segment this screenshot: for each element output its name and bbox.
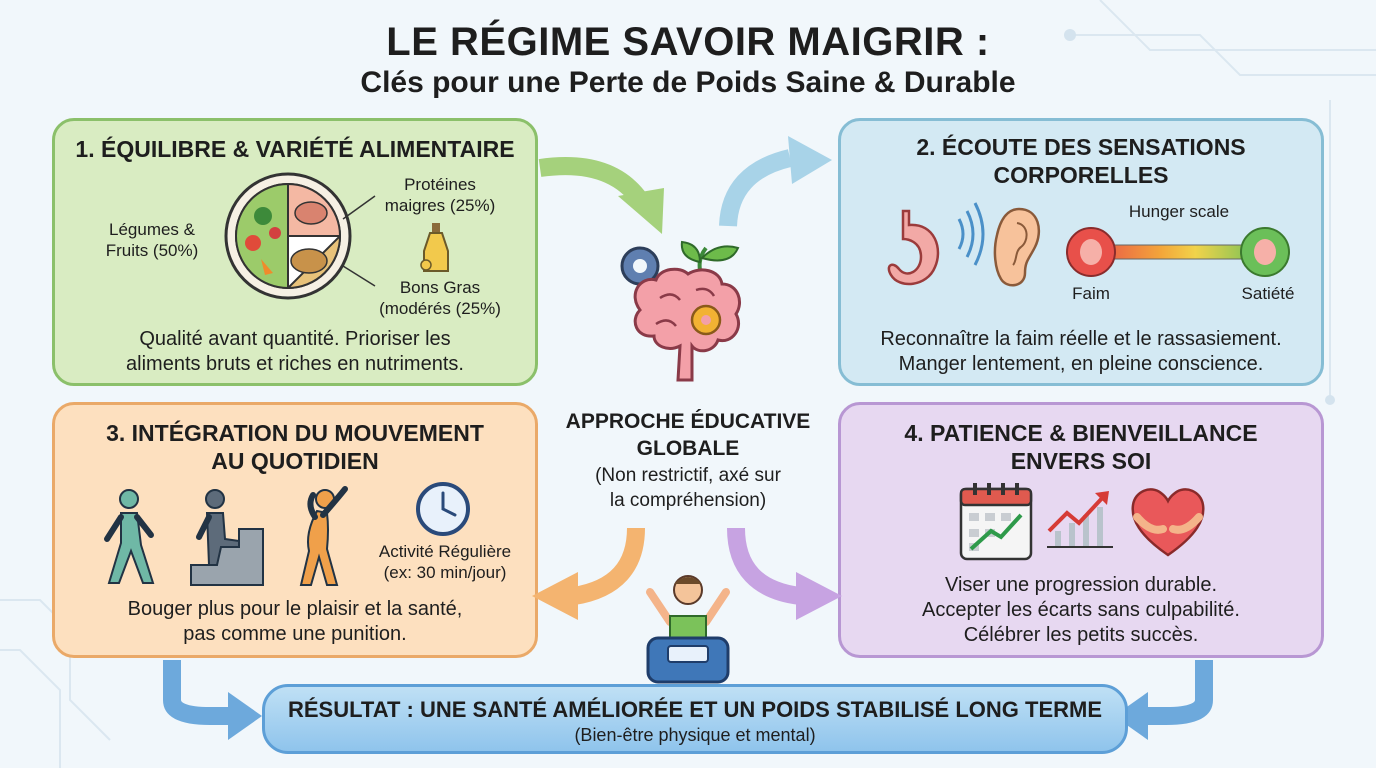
walking-person-icon xyxy=(104,489,155,584)
page-title: LE RÉGIME SAVOIR MAIGRIR : xyxy=(386,20,990,64)
label-vegetables: Légumes & Fruits (50%) xyxy=(87,219,217,261)
plate-icon xyxy=(224,172,352,300)
box-movement: 3. INTÉGRATION DU MOUVEMENT AU QUOTIDIEN… xyxy=(52,402,538,658)
label-proteins: Protéines maigres (25%) xyxy=(355,174,525,216)
result-title: RÉSULTAT : UNE SANTÉ AMÉLIORÉE ET UN POI… xyxy=(287,697,1103,722)
box4-text-line1: Viser une progression durable. xyxy=(944,574,1218,596)
center-sub-line2: la compréhension) xyxy=(609,490,767,511)
ear-icon xyxy=(993,207,1040,287)
result-banner: RÉSULTAT : UNE SANTÉ AMÉLIORÉE ET UN POI… xyxy=(262,684,1128,754)
box4-text-line2: Accepter les écarts sans culpabilité. xyxy=(922,599,1240,621)
center-title-line1: APPROCHE ÉDUCATIVE xyxy=(565,410,811,433)
box-patience: 4. PATIENCE & BIENVEILLANCE ENVERS SOI V… xyxy=(838,402,1324,658)
box2-title-line1: 2. ÉCOUTE DES SENSATIONS xyxy=(916,134,1246,160)
stairs-climber-icon xyxy=(190,489,264,586)
box-food-balance: 1. ÉQUILIBRE & VARIÉTÉ ALIMENTAIRE Légum… xyxy=(52,118,538,386)
activity-line1: Activité Régulière xyxy=(378,542,512,561)
brain-icon xyxy=(620,240,741,382)
plate-label-connectors xyxy=(342,195,376,287)
center-title: APPROCHE ÉDUCATIVE GLOBALE xyxy=(540,408,836,462)
box2-title-line2: CORPORELLES xyxy=(993,162,1169,188)
box3-title-line2: AU QUOTIDIEN xyxy=(211,448,379,474)
calendar-icon xyxy=(959,483,1033,561)
hunger-scale-label: Hunger scale xyxy=(1128,202,1230,221)
label-fats: Bons Gras (modérés (25%) xyxy=(355,277,525,319)
label-veg-line1: Légumes & xyxy=(109,220,195,239)
activity-label: Activité Régulière (ex: 30 min/jour) xyxy=(355,541,535,583)
page-subtitle: Clés pour une Perte de Poids Saine & Dur… xyxy=(360,66,1016,99)
box4-title-line1: 4. PATIENCE & BIENVEILLANCE xyxy=(904,420,1258,446)
growth-chart-icon xyxy=(1047,491,1113,548)
label-prot-line1: Protéines xyxy=(404,175,476,194)
oil-bottle-icon xyxy=(420,223,449,272)
label-fat-line1: Bons Gras xyxy=(399,278,481,297)
label-veg-line2: Fruits (50%) xyxy=(105,241,199,260)
scale-satiety-label: Satiété xyxy=(1241,284,1295,303)
center-title-line2: GLOBALE xyxy=(636,437,740,460)
sound-waves-icon xyxy=(957,202,985,266)
box1-text-line1: Qualité avant quantité. Prioriser les xyxy=(139,328,451,350)
box3-text-line1: Bouger plus pour le plaisir et la santé, xyxy=(127,598,463,620)
heart-hug-icon xyxy=(1131,488,1205,557)
stretching-person-icon xyxy=(299,486,348,586)
label-fat-line2: (modérés (25%) xyxy=(379,299,501,318)
clock-icon xyxy=(416,482,470,536)
box4-text-line3: Célébrer les petits succès. xyxy=(963,624,1199,646)
scale-hunger-label: Faim xyxy=(1072,284,1110,303)
box-body-signals: 2. ÉCOUTE DES SENSATIONS CORPORELLES Hun… xyxy=(838,118,1324,386)
activity-line2: (ex: 30 min/jour) xyxy=(383,563,507,582)
stomach-icon xyxy=(887,209,940,286)
person-scale-icon xyxy=(646,575,730,684)
hunger-scale-icon xyxy=(1066,227,1290,277)
result-subtitle: (Bien-être physique et mental) xyxy=(574,725,816,745)
box1-text-line2: aliments bruts et riches en nutriments. xyxy=(126,353,464,375)
center-sub-line1: (Non restrictif, axé sur xyxy=(595,465,781,486)
box3-text-line2: pas comme une punition. xyxy=(183,623,407,645)
box2-text-line2: Manger lentement, en pleine conscience. xyxy=(898,353,1264,375)
box3-title-line1: 3. INTÉGRATION DU MOUVEMENT xyxy=(106,420,484,446)
box4-title-line2: ENVERS SOI xyxy=(1010,448,1152,474)
center-subtitle: (Non restrictif, axé sur la compréhensio… xyxy=(540,463,836,513)
label-prot-line2: maigres (25%) xyxy=(384,196,496,215)
box1-title: 1. ÉQUILIBRE & VARIÉTÉ ALIMENTAIRE xyxy=(75,136,515,162)
box2-text-line1: Reconnaître la faim réelle et le rassasi… xyxy=(880,328,1282,350)
